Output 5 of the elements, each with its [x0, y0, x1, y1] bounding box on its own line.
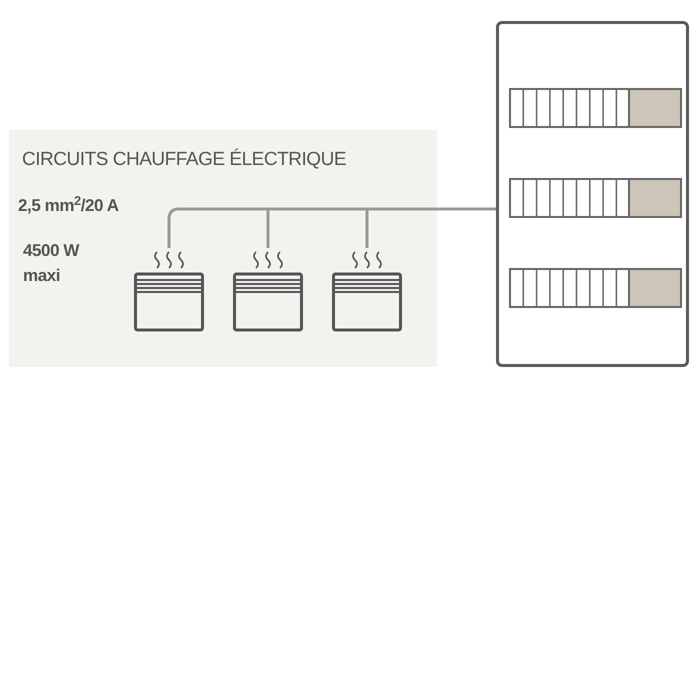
power-limit-label: 4500 W maxi: [23, 240, 80, 287]
panel-title: CIRCUITS CHAUFFAGE ÉLECTRIQUE: [22, 148, 346, 172]
distribution-board: [496, 21, 689, 367]
circuit-panel: [9, 130, 437, 367]
cable-spec-label: 2,5 mm$^{2}$/20 A: [18, 193, 119, 217]
